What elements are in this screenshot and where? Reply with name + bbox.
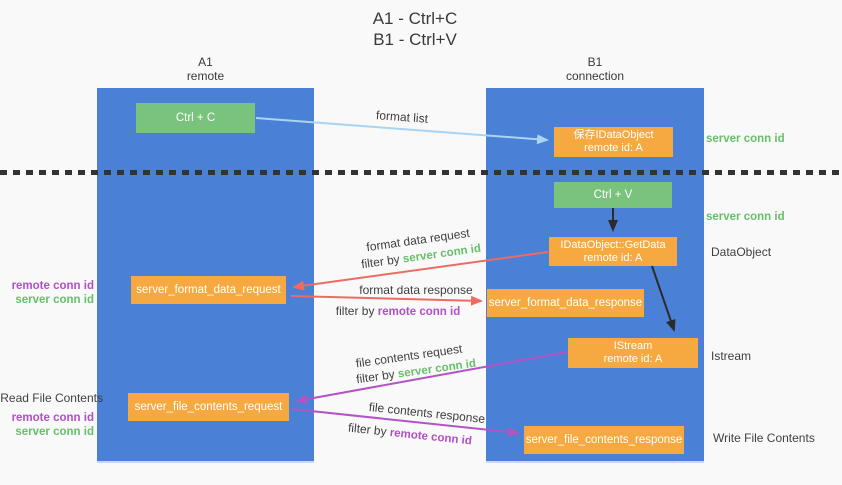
- node-format-response-label: server_format_data_response: [488, 296, 643, 309]
- node-save-idataobject-line1: 保存IDataObject: [573, 129, 654, 141]
- node-getdata-line2: remote id: A: [583, 251, 643, 264]
- node-server-file-contents-request: server_file_contents_request: [128, 393, 289, 421]
- node-save-idataobject-line2: remote id: A: [584, 142, 643, 154]
- diagram-title: A1 - Ctrl+C B1 - Ctrl+V: [330, 8, 500, 50]
- label-write-file-contents: Write File Contents: [713, 431, 815, 445]
- node-ctrl-c-label: Ctrl + C: [175, 111, 216, 124]
- lane-b1-name: B1: [587, 55, 603, 69]
- label-server-conn-id-mid: server conn id: [706, 211, 785, 223]
- label-server-conn-id-format: server conn id: [15, 294, 94, 306]
- label-dataobject: DataObject: [711, 245, 772, 259]
- node-save-idataobject: 保存IDataObject remote id: A: [554, 127, 673, 157]
- title-line-1: A1 - Ctrl+C: [372, 9, 458, 28]
- lane-a1-role: remote: [186, 69, 225, 83]
- node-idataobject-getdata: IDataObject::GetData remote id: A: [549, 237, 677, 266]
- filter-by-text-4: filter by: [347, 420, 391, 439]
- machine-boundary-dotted-line: [0, 170, 842, 175]
- node-server-file-contents-response: server_file_contents_response: [524, 426, 684, 454]
- node-ctrl-c: Ctrl + C: [136, 103, 255, 133]
- filter-by-text-1: filter by: [360, 251, 404, 272]
- flow-label-filter-file-response: filter by remote conn id: [347, 421, 472, 448]
- node-server-format-data-response: server_format_data_response: [487, 289, 644, 317]
- label-server-conn-id-file: server conn id: [15, 426, 94, 438]
- label-read-file-contents: Read File Contents: [0, 391, 103, 405]
- lane-b1-role: connection: [565, 69, 625, 83]
- node-istream: IStream remote id: A: [568, 338, 698, 368]
- node-ctrl-v-label: Ctrl + V: [593, 188, 633, 201]
- filter-key-remote-conn-1: remote conn id: [377, 306, 461, 318]
- title-line-2: B1 - Ctrl+V: [373, 30, 457, 49]
- node-format-request-label: server_format_data_request: [136, 283, 281, 296]
- lane-a1-name: A1: [198, 55, 213, 69]
- flow-label-filter-format-response: filter by remote conn id: [336, 304, 460, 318]
- label-remote-conn-id-file: remote conn id: [11, 412, 94, 424]
- node-getdata-line1: IDataObject::GetData: [560, 238, 666, 251]
- flow-label-format-data-response: format data response: [359, 283, 473, 297]
- node-file-response-label: server_file_contents_response: [525, 433, 683, 446]
- node-istream-line1: IStream: [613, 340, 653, 352]
- filter-key-remote-conn-2: remote conn id: [389, 426, 473, 448]
- lane-header-a1: A1 remote: [97, 55, 314, 83]
- filter-by-text-2: filter by: [335, 304, 378, 318]
- node-file-request-label: server_file_contents_request: [134, 400, 283, 413]
- flow-label-format-list: format list: [375, 108, 429, 126]
- node-ctrl-v: Ctrl + V: [554, 182, 672, 208]
- label-remote-conn-id-format: remote conn id: [11, 280, 94, 292]
- lane-header-b1: B1 connection: [486, 55, 704, 83]
- label-server-conn-id-top: server conn id: [706, 133, 785, 145]
- node-server-format-data-request: server_format_data_request: [131, 276, 286, 304]
- conn-id-pair-format: remote conn id server conn id: [0, 279, 94, 307]
- conn-id-pair-file: remote conn id server conn id: [0, 411, 94, 439]
- node-istream-line2: remote id: A: [603, 353, 663, 365]
- label-istream: Istream: [711, 349, 752, 363]
- flow-label-file-contents-response: file contents response: [368, 399, 486, 427]
